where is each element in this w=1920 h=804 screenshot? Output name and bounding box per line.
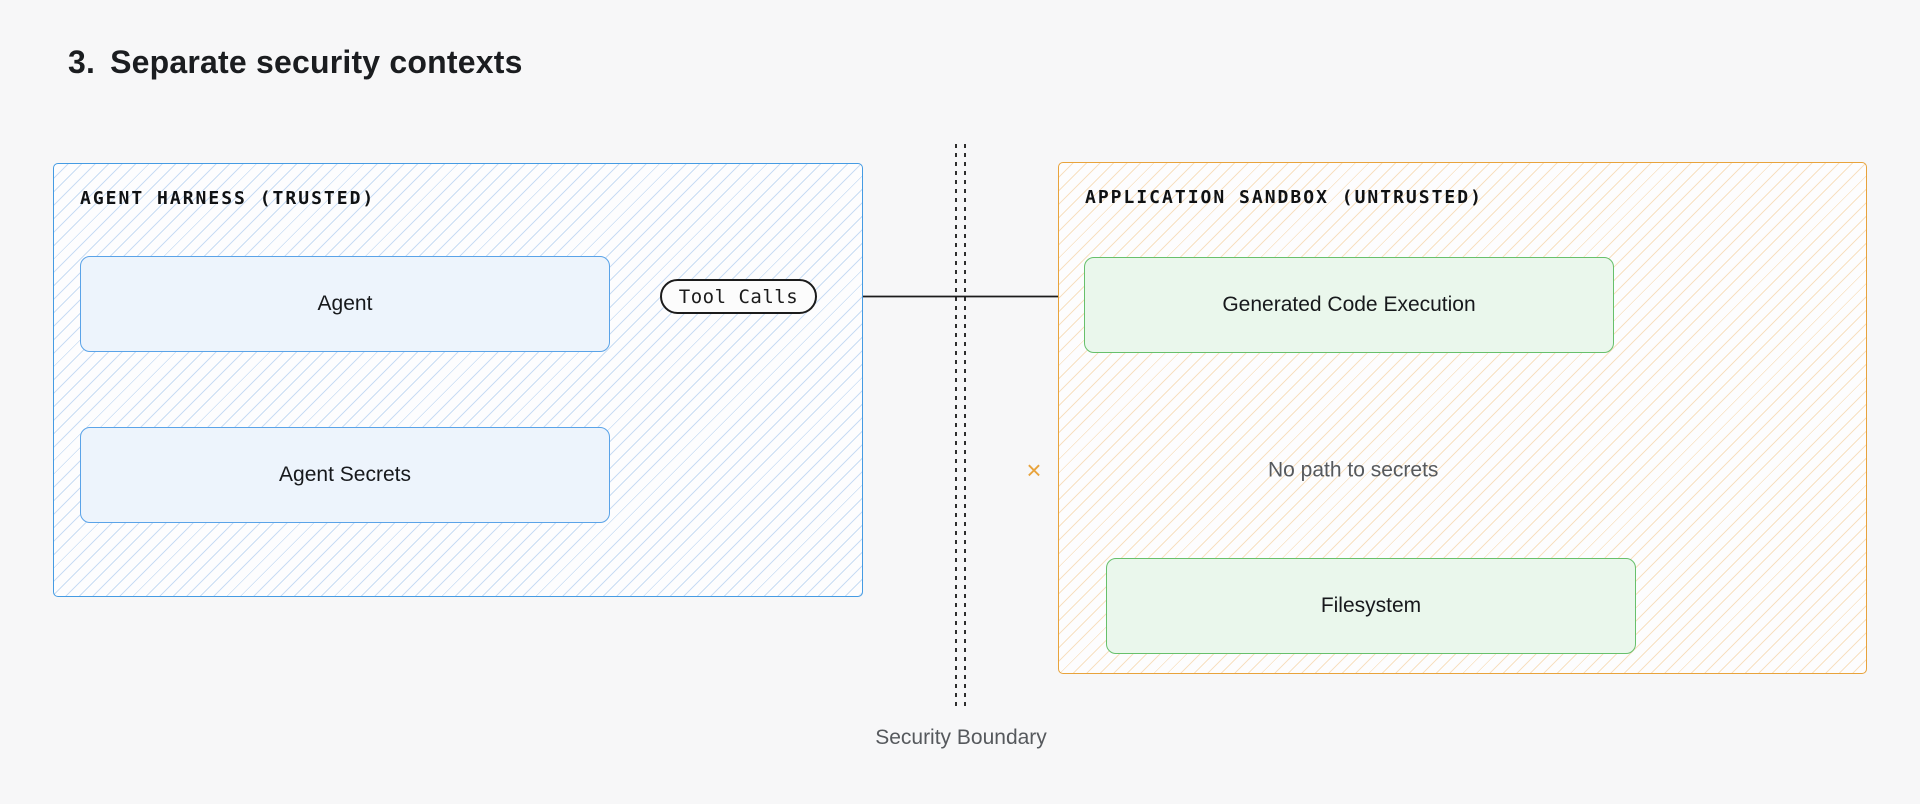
tool-calls-badge: Tool Calls (660, 279, 817, 314)
agent-harness-header: AGENT HARNESS (TRUSTED) (80, 188, 376, 209)
page-title: 3. Separate security contexts (68, 44, 523, 81)
title-text: Separate security contexts (110, 44, 523, 80)
application-sandbox-header: APPLICATION SANDBOX (UNTRUSTED) (1085, 187, 1483, 208)
security-boundary-label: Security Boundary (875, 726, 1047, 749)
application-sandbox-panel: APPLICATION SANDBOX (UNTRUSTED) Generate… (1058, 162, 1867, 674)
agent-node: Agent (80, 256, 610, 352)
filesystem-node: Filesystem (1106, 558, 1636, 654)
title-number: 3. (68, 44, 96, 80)
no-path-label: No path to secrets (1268, 458, 1439, 482)
blocked-cross-icon: × (1026, 454, 1042, 485)
generated-code-execution-node: Generated Code Execution (1084, 257, 1614, 353)
agent-secrets-node: Agent Secrets (80, 427, 610, 523)
agent-harness-panel: AGENT HARNESS (TRUSTED) Agent Agent Secr… (53, 163, 863, 597)
